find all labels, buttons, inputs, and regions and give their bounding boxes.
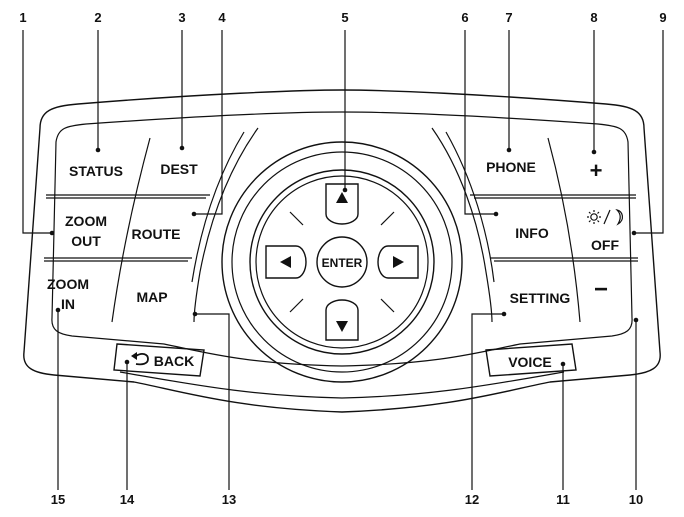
right-arrow-icon <box>393 256 404 268</box>
status-button[interactable]: STATUS <box>69 163 123 179</box>
zoom-in-label-line2: IN <box>61 296 75 312</box>
center-controller: ENTER <box>221 141 463 383</box>
plus-button[interactable]: + <box>590 158 603 183</box>
phone-button[interactable]: PHONE <box>486 159 536 175</box>
setting-button[interactable]: SETTING <box>510 290 571 306</box>
off-label: OFF <box>591 237 619 253</box>
dest-label: DEST <box>160 161 198 177</box>
callout-11: 11 <box>556 492 570 507</box>
callout-6: 6 <box>461 10 468 25</box>
up-button[interactable] <box>325 183 359 225</box>
minus-button[interactable]: − <box>594 276 608 303</box>
callout-12: 12 <box>465 492 479 507</box>
zoom-out-button[interactable]: ZOOM OUT <box>65 213 107 249</box>
left-arrow-icon <box>280 256 291 268</box>
route-button[interactable]: ROUTE <box>132 226 181 242</box>
phone-label: PHONE <box>486 159 536 175</box>
setting-label: SETTING <box>510 290 571 306</box>
callout-3: 3 <box>178 10 185 25</box>
plus-icon: + <box>590 158 603 183</box>
zoom-out-label-line1: ZOOM <box>65 213 107 229</box>
back-arrow-icon <box>131 352 149 366</box>
down-arrow-icon <box>336 321 348 332</box>
info-label: INFO <box>515 225 549 241</box>
callout-14: 14 <box>120 492 135 507</box>
enter-label: ENTER <box>322 256 363 270</box>
diagonal-ticks <box>289 211 395 313</box>
zoom-in-label-line1: ZOOM <box>47 276 89 292</box>
callout-5: 5 <box>341 10 348 25</box>
zoom-out-label-line2: OUT <box>71 233 101 249</box>
callout-9: 9 <box>659 10 666 25</box>
up-arrow-icon <box>336 192 348 203</box>
callout-10: 10 <box>629 492 643 507</box>
callout-8: 8 <box>590 10 597 25</box>
enter-button[interactable]: ENTER <box>316 236 368 288</box>
back-button[interactable]: BACK <box>113 343 205 377</box>
moon-icon <box>615 209 623 226</box>
callout-1: 1 <box>19 10 26 25</box>
route-label: ROUTE <box>132 226 181 242</box>
panel-outline <box>23 89 661 413</box>
voice-button[interactable]: VOICE <box>485 343 577 377</box>
right-button-cluster: PHONE + INFO OFF SETTING − <box>431 127 638 323</box>
minus-icon: − <box>594 276 608 303</box>
callout-13: 13 <box>222 492 236 507</box>
status-label: STATUS <box>69 163 123 179</box>
map-button[interactable]: MAP <box>136 289 167 305</box>
dest-button[interactable]: DEST <box>160 161 198 177</box>
callout-15: 15 <box>51 492 65 507</box>
brightness-sun-icon <box>587 210 601 224</box>
back-label: BACK <box>154 353 194 369</box>
callout-numbers: 1 2 3 4 5 6 7 8 9 10 11 12 13 14 15 <box>19 10 666 507</box>
zoom-in-button[interactable]: ZOOM IN <box>47 276 89 312</box>
down-button[interactable] <box>325 299 359 341</box>
day-night-off-button[interactable]: OFF <box>587 209 623 253</box>
leader-lines <box>22 30 664 490</box>
info-button[interactable]: INFO <box>515 225 549 241</box>
callout-2: 2 <box>94 10 101 25</box>
voice-label: VOICE <box>508 354 552 370</box>
callout-7: 7 <box>505 10 512 25</box>
right-button[interactable] <box>377 245 419 279</box>
callout-4: 4 <box>218 10 226 25</box>
map-label: MAP <box>136 289 167 305</box>
left-button-cluster: STATUS DEST ZOOM OUT ROUTE ZOOM IN MAP <box>44 127 259 323</box>
left-button[interactable] <box>265 245 307 279</box>
